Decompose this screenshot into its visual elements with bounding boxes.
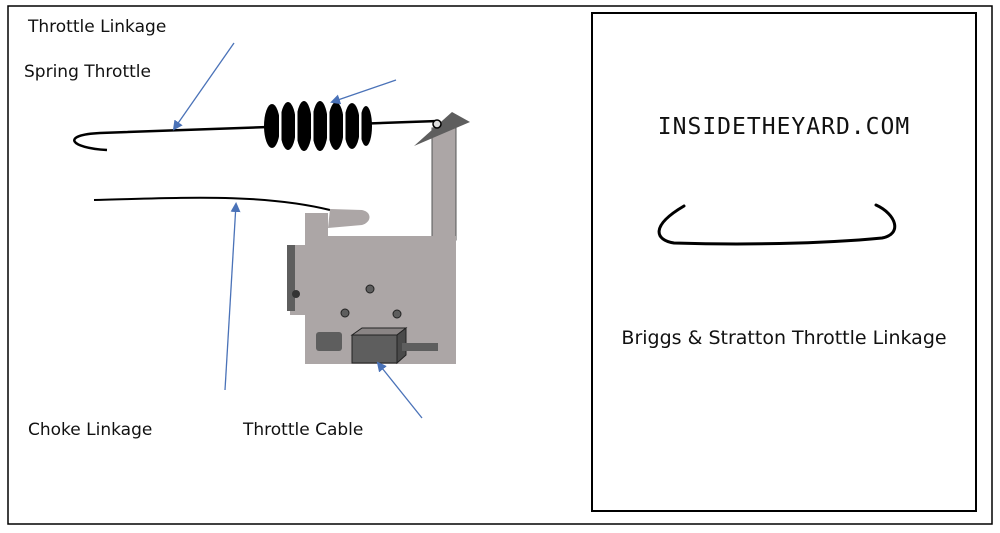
plate-left-bracket (287, 245, 295, 311)
smile-logo (657, 203, 897, 246)
spring-icon (264, 101, 372, 151)
throttle-cable-arrow (376, 361, 423, 419)
plate-screw-top (365, 284, 375, 294)
bracket-bolt (292, 290, 300, 298)
throttle-cable-block-side (396, 326, 407, 365)
spring-throttle-arrow (330, 79, 397, 105)
choke-tab (328, 209, 370, 228)
throttle-linkage-rod (73, 119, 439, 152)
brand-title: INSIDETHEYARD.COM (657, 114, 911, 140)
choke-linkage-arrow (224, 202, 241, 391)
plate-screw-left (340, 308, 350, 318)
lever-tip (414, 112, 470, 146)
outer-border (7, 5, 993, 525)
plate-screw-right (392, 309, 402, 319)
branding-panel (591, 12, 977, 512)
throttle-cable-label: Throttle Cable (243, 420, 364, 440)
plate-slot (316, 332, 342, 351)
choke-linkage-rod (93, 196, 331, 211)
plate-bar (402, 343, 438, 351)
throttle-lever (431, 127, 457, 241)
spring-throttle-label: Spring Throttle (24, 62, 151, 82)
throttle-linkage-arrow (172, 42, 235, 131)
diagram-caption: Briggs & Stratton Throttle Linkage (621, 327, 947, 349)
choke-linkage-label: Choke Linkage (28, 420, 153, 440)
throttle-cable-block (351, 334, 398, 364)
lever-pivot (432, 119, 442, 129)
throttle-linkage-label: Throttle Linkage (28, 17, 167, 37)
